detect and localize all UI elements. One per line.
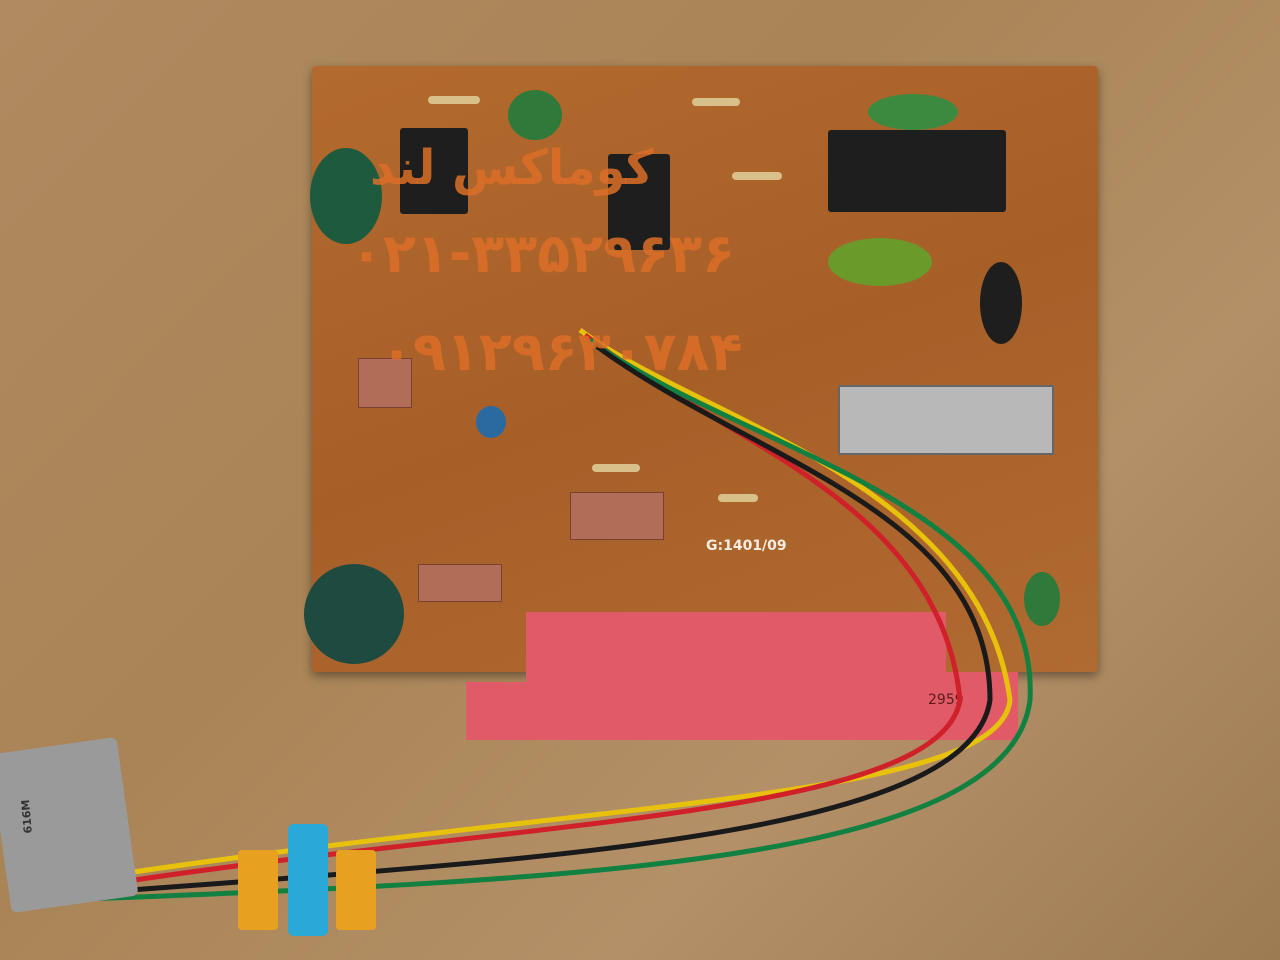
capacitor: [310, 148, 382, 244]
watermark-brand: کوماکس لند: [370, 140, 654, 196]
capacitor: [868, 94, 958, 130]
watermark-phone-1: ۰۲۱-۳۳۵۲۹۶۳۶: [350, 222, 735, 285]
capacitor: [828, 238, 932, 286]
circuit-board: G:1401/09: [304, 66, 1098, 672]
resistor: [692, 98, 740, 106]
resistor: [718, 494, 758, 502]
edge-connector: [466, 612, 1018, 740]
header-connector: [570, 492, 664, 540]
header-connector: [418, 564, 502, 602]
capacitor: [980, 262, 1022, 344]
edge-label: 2959: [928, 692, 964, 708]
resistor: [732, 172, 782, 180]
board-label: G:1401/09: [706, 538, 787, 554]
capacitor: [304, 564, 404, 664]
slide-switch: [838, 385, 1054, 455]
capacitor: [1024, 572, 1060, 626]
capacitor: [508, 90, 562, 140]
header-connector: [358, 358, 412, 408]
resistor: [428, 96, 480, 104]
ic-chip: [828, 130, 1006, 212]
ic-chip: [608, 154, 670, 250]
capacitor: [476, 406, 506, 438]
watermark-phone-2: ۰۹۱۲۹۶۳۰۷۸۴: [380, 320, 743, 383]
ic-chip: [400, 128, 468, 214]
watermark-logo: [228, 820, 384, 940]
resistor: [592, 464, 640, 472]
